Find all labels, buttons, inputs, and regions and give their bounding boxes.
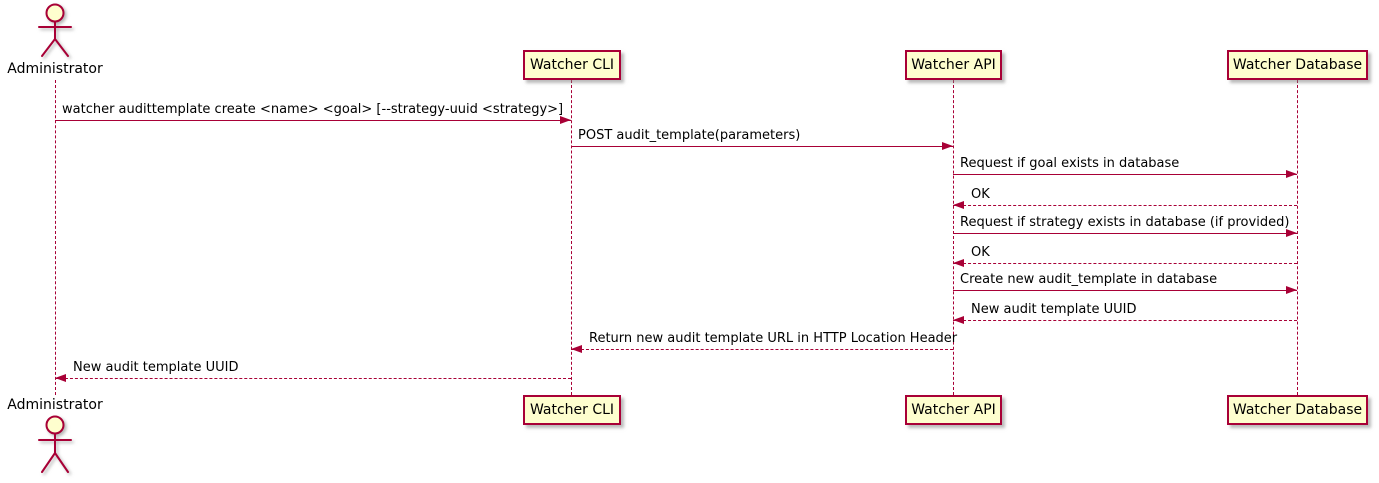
message-line	[953, 263, 1297, 264]
message-label: Return new audit template URL in HTTP Lo…	[589, 331, 958, 346]
message-label: New audit template UUID	[73, 360, 239, 375]
message-line	[953, 174, 1297, 175]
message-line	[571, 146, 953, 147]
message-label: POST audit_template(parameters)	[578, 128, 801, 143]
arrowhead-icon	[560, 116, 571, 124]
message-label: OK	[971, 245, 990, 260]
participant-box-watcher-api-bottom: Watcher API	[905, 395, 1002, 425]
participant-box-watcher-cli-bottom: Watcher CLI	[523, 395, 621, 425]
lifeline-watcher-cli	[571, 80, 572, 395]
message-line	[953, 320, 1297, 321]
arrowhead-icon	[953, 259, 964, 267]
participant-box-watcher-cli-top: Watcher CLI	[523, 50, 621, 80]
arrowhead-icon	[953, 316, 964, 324]
actor-label-administrator-top: Administrator	[7, 61, 103, 77]
message-line	[571, 349, 953, 350]
arrowhead-icon	[1286, 229, 1297, 237]
lifeline-administrator	[55, 80, 56, 395]
arrowhead-icon	[571, 345, 582, 353]
arrowhead-icon	[1286, 170, 1297, 178]
participant-box-watcher-database-bottom: Watcher Database	[1227, 395, 1368, 425]
arrowhead-icon	[55, 374, 66, 382]
message-label: Create new audit_template in database	[960, 272, 1218, 287]
participant-box-watcher-api-top: Watcher API	[905, 50, 1002, 80]
message-line	[953, 290, 1297, 291]
message-line	[953, 205, 1297, 206]
arrowhead-icon	[953, 201, 964, 209]
message-label: New audit template UUID	[971, 302, 1137, 317]
participant-box-watcher-database-top: Watcher Database	[1227, 50, 1368, 80]
lifeline-watcher-api	[953, 80, 954, 395]
lifeline-watcher-database	[1297, 80, 1298, 395]
actor-label-administrator-bottom: Administrator	[7, 397, 103, 413]
actor-icon-administrator-bottom	[38, 415, 72, 473]
message-label: Request if strategy exists in database (…	[960, 215, 1290, 230]
arrowhead-icon	[1286, 286, 1297, 294]
actor-icon-administrator-top	[38, 3, 72, 57]
message-line	[953, 233, 1297, 234]
message-line	[55, 120, 571, 121]
message-label: OK	[971, 187, 990, 202]
message-label: Request if goal exists in database	[960, 156, 1180, 171]
message-label: watcher audittemplate create <name> <goa…	[62, 102, 564, 117]
message-line	[55, 378, 571, 379]
arrowhead-icon	[942, 142, 953, 150]
